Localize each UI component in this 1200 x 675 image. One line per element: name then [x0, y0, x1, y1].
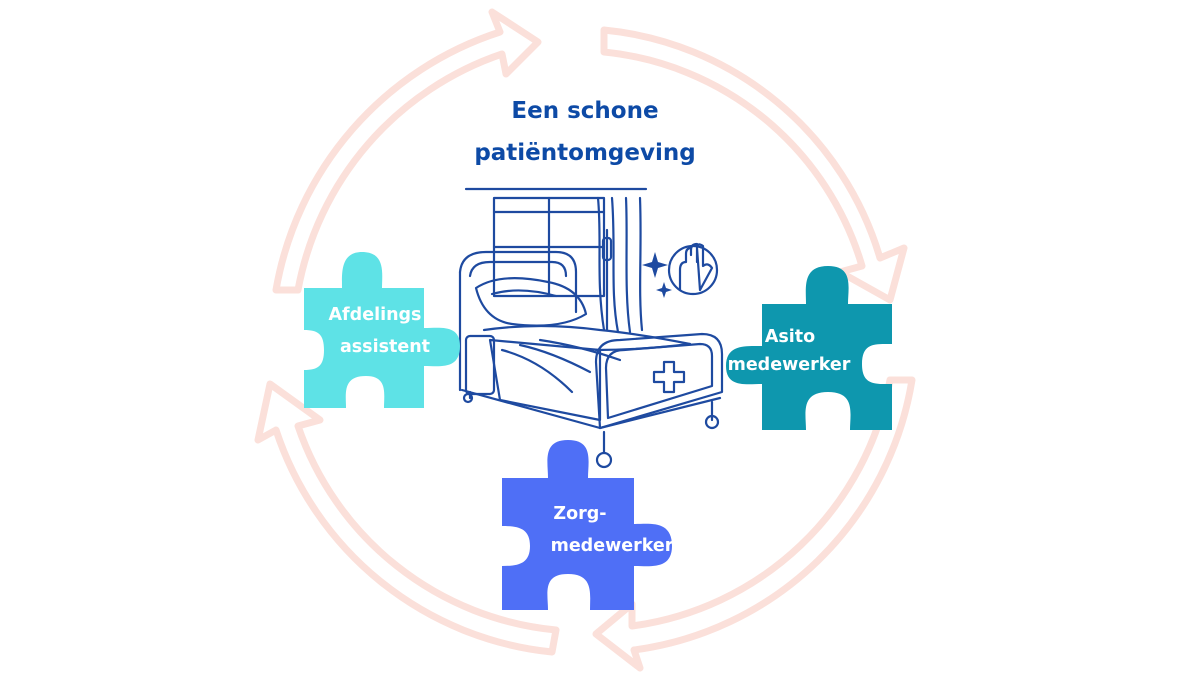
puzzle-piece-afdelings-assistent: Afdelings assistent — [304, 252, 460, 408]
diagram-title-line-2: patiëntomgeving — [474, 140, 695, 166]
cycle-arrow-bottom-right — [592, 376, 916, 672]
hospital-bed-icon — [458, 187, 724, 469]
piece-label-line-2: assistent — [340, 337, 430, 357]
cycle-arrow-top-right — [600, 26, 908, 304]
diagram-title-line-1: Een schone — [511, 98, 658, 124]
piece-label-line-1: Zorg- — [553, 504, 606, 524]
puzzle-piece-asito-medewerker: Asito medewerker — [726, 266, 892, 430]
cleaning-hand-sparkle-icon — [642, 242, 719, 298]
puzzle-piece-shape-bottom — [502, 440, 672, 610]
piece-label-line-1: Asito — [765, 327, 815, 347]
cycle-arrow-top-left — [272, 8, 542, 294]
piece-label-line-2: medewerker — [728, 355, 851, 375]
cycle-arrow-bottom-left — [254, 380, 560, 656]
puzzle-piece-shape-left — [304, 252, 460, 408]
puzzle-piece-shape-right — [726, 266, 892, 430]
piece-label-line-2: medewerker — [551, 536, 674, 556]
piece-label-line-1: Afdelings — [329, 305, 422, 325]
puzzle-piece-zorg-medewerker: Zorg- medewerker — [502, 440, 674, 610]
circular-arrows-icon — [254, 8, 916, 672]
